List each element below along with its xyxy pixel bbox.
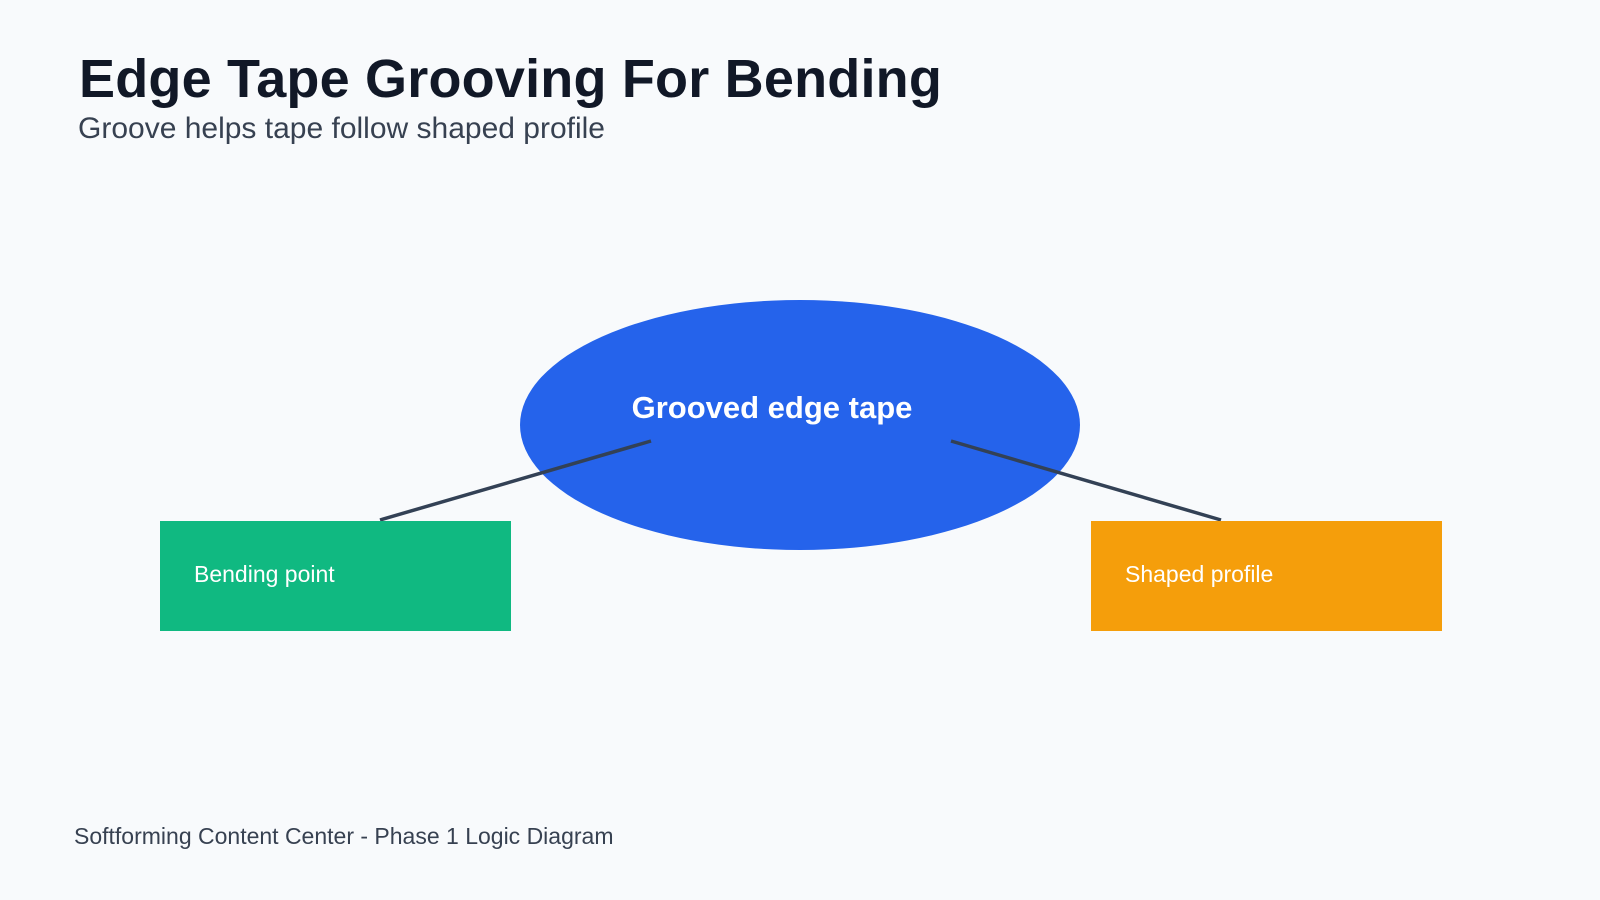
node-shaped-profile bbox=[1091, 521, 1442, 631]
footer-caption: Softforming Content Center - Phase 1 Log… bbox=[74, 823, 614, 849]
center-node-label: Grooved edge tape bbox=[632, 390, 913, 425]
node-bending-point-label: Bending point bbox=[194, 561, 335, 587]
node-bending-point bbox=[160, 521, 511, 631]
connector-left bbox=[379, 439, 652, 522]
connector-right bbox=[950, 439, 1222, 522]
node-shaped-profile-label: Shaped profile bbox=[1125, 561, 1273, 587]
center-node-grooved-edge-tape bbox=[520, 300, 1080, 550]
page-subtitle: Groove helps tape follow shaped profile bbox=[78, 112, 605, 145]
page-title: Edge Tape Grooving For Bending bbox=[79, 49, 943, 109]
